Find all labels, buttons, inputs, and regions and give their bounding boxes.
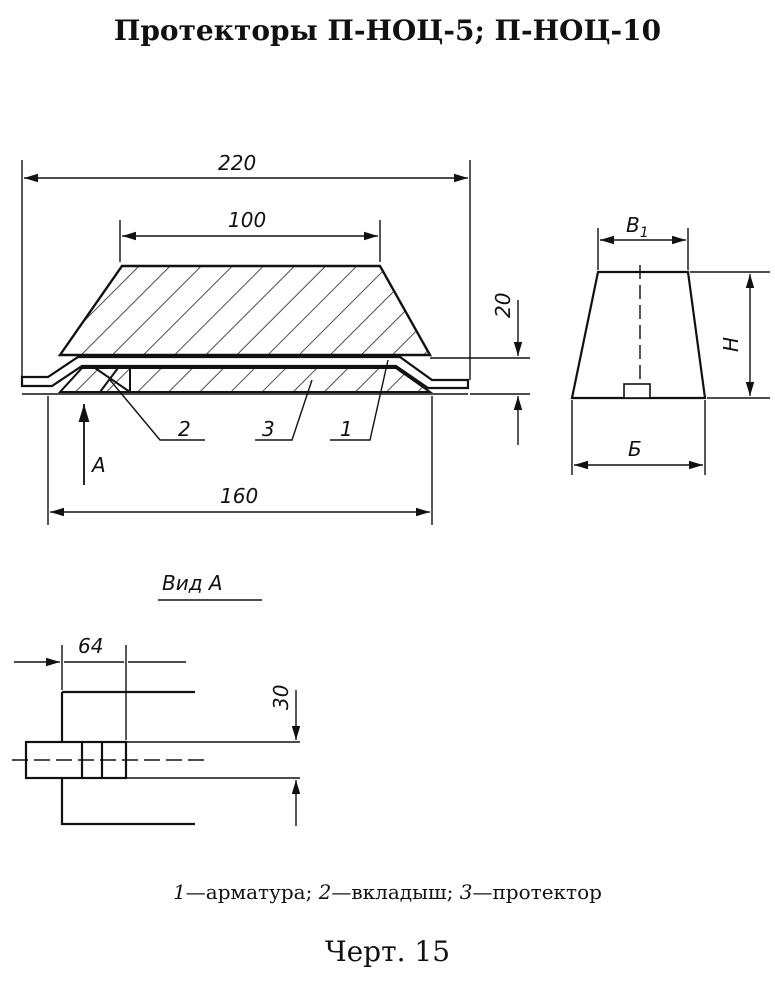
callout-1: 1 [340,417,353,441]
view-a-dimensions [14,645,301,826]
front-view [20,264,470,395]
view-a-title: Вид А [162,571,223,595]
callout-3: 3 [262,417,275,441]
drawing-title: Протекторы П-НОЦ-5; П-НОЦ-10 [113,14,662,47]
figure-caption: Черт. 15 [324,935,451,968]
protector-body [57,264,433,357]
callout-2: 2 [178,417,191,441]
side-dimensions [571,228,770,475]
legend-num-2: 2 [318,880,332,904]
side-view [570,265,707,400]
view-a [12,690,300,826]
label-h: H [719,337,743,352]
side-trapezoid [570,270,707,400]
legend-num-3: 3 [459,880,473,904]
dim-64: 64 [78,634,103,658]
label-arrow-a: A [90,453,106,477]
dim-20: 20 [491,293,515,318]
insert-detail [94,367,131,393]
label-b1: B1 [626,213,649,241]
legend-text-1: —арматура; [185,880,319,904]
legend-num-1: 1 [173,880,186,904]
legend-text-3: —протектор [472,880,602,904]
armature-strip [20,355,470,390]
label-b: Б [628,437,642,461]
dim-100: 100 [228,208,266,232]
legend-text-2: —вкладыш; [331,880,460,904]
parts-legend: 1—арматура; 2—вкладыш; 3—протектор [0,880,775,904]
dim-160: 160 [220,484,258,508]
lower-band [57,367,434,393]
dim-220: 220 [218,151,256,175]
dim-30: 30 [269,685,293,710]
front-dimensions [21,160,530,525]
